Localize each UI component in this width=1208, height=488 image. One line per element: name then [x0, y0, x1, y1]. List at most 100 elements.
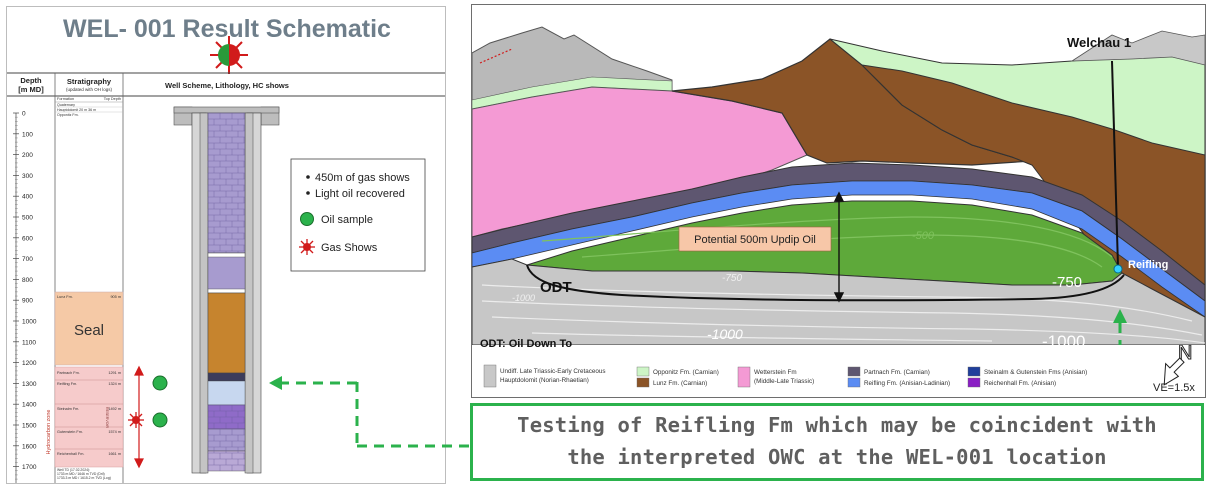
gas-show-marker [128, 412, 144, 428]
oil-sample-markers [152, 375, 168, 428]
well-name-label: Welchau 1 [1067, 35, 1131, 50]
odt-line [526, 264, 1125, 302]
depth-tick-label: 1000 [22, 319, 37, 326]
legend-partnach: Partnach Fm. (Carnian) [864, 369, 930, 376]
depth-tick-label: 0 [22, 111, 26, 118]
oil-potential-label: Potential 500m Updip Oil [694, 234, 816, 246]
depth-tick-label: 700 [22, 256, 33, 263]
td-note-2: 1733 m MD / 1646 m TVD (Dril) [57, 472, 105, 476]
legend-opponitz: Opponitz Fm. (Carnian) [653, 369, 719, 376]
strat-header: Stratigraphy [67, 77, 112, 86]
legend-hauptdolomit: Hauptdolomit (Norian-Rhaetian) [500, 377, 589, 384]
legend-gas-label: Gas Shows [321, 242, 378, 254]
depth-tick-label: 900 [22, 298, 33, 305]
formation-gutenstein: Gutenstein Fm. [57, 430, 83, 434]
depth-tick-label: 300 [22, 173, 33, 180]
formation-quaternary: Quaternary [57, 103, 75, 107]
well-scheme [173, 106, 280, 474]
formation-opponitz: Opponitz Fm. [57, 113, 79, 117]
depth-tick-label: 100 [22, 131, 33, 138]
td-note-1: Well TD (17.02.2024): [57, 468, 90, 472]
legend-oil-icon [300, 212, 314, 226]
legend-wetterstein-age: (Middle-Late Triassic) [754, 378, 814, 385]
contour-label-750-a: -750 [1052, 274, 1082, 291]
oil-column-arrow [833, 191, 845, 303]
contour-label-1000-a: -1000 [707, 326, 743, 342]
formation-partnach-top: 1291 m [108, 371, 121, 375]
contour-label-1000-c: -1000 [512, 293, 535, 303]
depth-tick-label: 200 [22, 152, 33, 159]
depth-tick-label: 1300 [22, 381, 37, 388]
schematic-svg: WEL- 001 Result Schematic Depth [m MD] S… [7, 15, 445, 488]
legend-reichenhall: Reichenhall Fm. (Anisian) [984, 380, 1056, 387]
legend-lunz: Lunz Fm. (Carnian) [653, 380, 707, 387]
seal-label: Seal [74, 322, 104, 339]
hydrocarbon-range-arrow [134, 365, 144, 469]
north-label: N [1178, 342, 1192, 364]
contour-label-500: -500 [912, 230, 935, 242]
legend-undiff: Undiff. Late Triassic-Early Cretaceous [500, 368, 606, 375]
depth-tick-label: 500 [22, 215, 33, 222]
hydrocarbon-zone-strat [54, 366, 124, 468]
cross-section-panel: -500 -750 -750 -1000 -1000 -1000 Potenti… [471, 4, 1206, 398]
formation-gutenstein-top: 1574 m [108, 430, 121, 434]
strat-subheader: (updated with OH logs) [66, 87, 113, 92]
legend-reifling: Reifling Fm. (Anisian-Ladinian) [864, 380, 950, 387]
depth-tick-label: 1600 [22, 443, 37, 450]
reifling-marker [1113, 264, 1123, 274]
formation-reichenhall: Reichenhall Fm. [57, 452, 84, 456]
legend-oil-recovered-text: Light oil recovered [315, 188, 405, 200]
page-title: WEL- 001 Result Schematic [63, 15, 391, 43]
odt-legend-text: ODT: Oil Down To [480, 338, 572, 350]
north-arrow-icon: N [1163, 342, 1193, 386]
caption-line-1: Testing of Reifling Fm which may be coin… [517, 413, 1157, 437]
formation-hauptdolomit: Hauptdolomit 20 m 36 m [57, 108, 96, 112]
well-result-schematic: WEL- 001 Result Schematic Depth [m MD] S… [6, 6, 446, 488]
legend-wetterstein: Wetterstein Fm [754, 369, 797, 376]
hydrocarbon-zone-label: Hydrocarbon zone [46, 410, 52, 455]
odt-label: ODT [540, 279, 572, 296]
depth-tick-label: 1500 [22, 423, 37, 430]
legend-gas-icon [299, 239, 315, 255]
seal-zone [54, 291, 124, 366]
lithology-reifling [207, 380, 246, 406]
depth-tick-label: 600 [22, 235, 33, 242]
depth-tick-label: 1400 [22, 402, 37, 409]
formation-reifling: Reifling Fm. [57, 382, 77, 386]
compass-rose-icon [210, 36, 248, 74]
formation-lunz-top: 905 m [110, 295, 121, 299]
formation-col-header: Formation [57, 97, 74, 101]
depth-tick-label: 1200 [22, 360, 37, 367]
formation-reifling-top: 1324 m [108, 382, 121, 386]
reservoir-formations: Partnach Fm. 1291 m Reifling Fm. 1324 m … [55, 371, 123, 456]
legend-gas-shows-text: 450m of gas shows [315, 172, 410, 184]
reifling-label: Reifling [1128, 259, 1168, 271]
ve-label: VE=1.5x [1153, 382, 1195, 394]
formation-steinalm: Steinalm Fm. [57, 407, 79, 411]
contour-label-750-b: -750 [722, 273, 742, 284]
formation-lunz: Lunz Fm. [57, 295, 73, 299]
td-note-3: 1733.3 m MD / 1615.2 m TVD (Log) [57, 476, 111, 480]
topdepth-col-header: Top Depth [104, 97, 121, 101]
oil-potential-box [678, 226, 832, 252]
legend-steinalm: Steinalm & Gutenstein Fms (Anisian) [984, 369, 1087, 376]
reifling-pointer-arrow [269, 376, 357, 390]
formation-reichenhall-top: 1661 m [108, 452, 121, 456]
formation-legend: Undiff. Late Triassic-Early Cretaceous H… [483, 364, 1087, 388]
depth-tick-label: 1100 [22, 339, 36, 346]
welchau-well-path [1111, 60, 1119, 268]
legend-oil-label: Oil sample [321, 214, 373, 226]
depth-header: Depth [20, 76, 42, 85]
legend-box [290, 158, 426, 272]
depth-unit: [m MD] [18, 85, 44, 94]
caption-line-2: the interpreted OWC at the WEL-001 locat… [567, 445, 1107, 469]
depth-tick-label: 800 [22, 277, 33, 284]
lithology-shale [207, 292, 246, 374]
formation-partnach: Partnach Fm. [57, 371, 80, 375]
formation-steinalm-top: 1492 m [108, 407, 121, 411]
depth-tick-label: 400 [22, 194, 33, 201]
depth-tick-label: 1700 [22, 464, 37, 471]
caption-box: Testing of Reifling Fm which may be coin… [470, 403, 1204, 481]
cross-section-svg: -500 -750 -750 -1000 -1000 -1000 Potenti… [472, 5, 1205, 397]
